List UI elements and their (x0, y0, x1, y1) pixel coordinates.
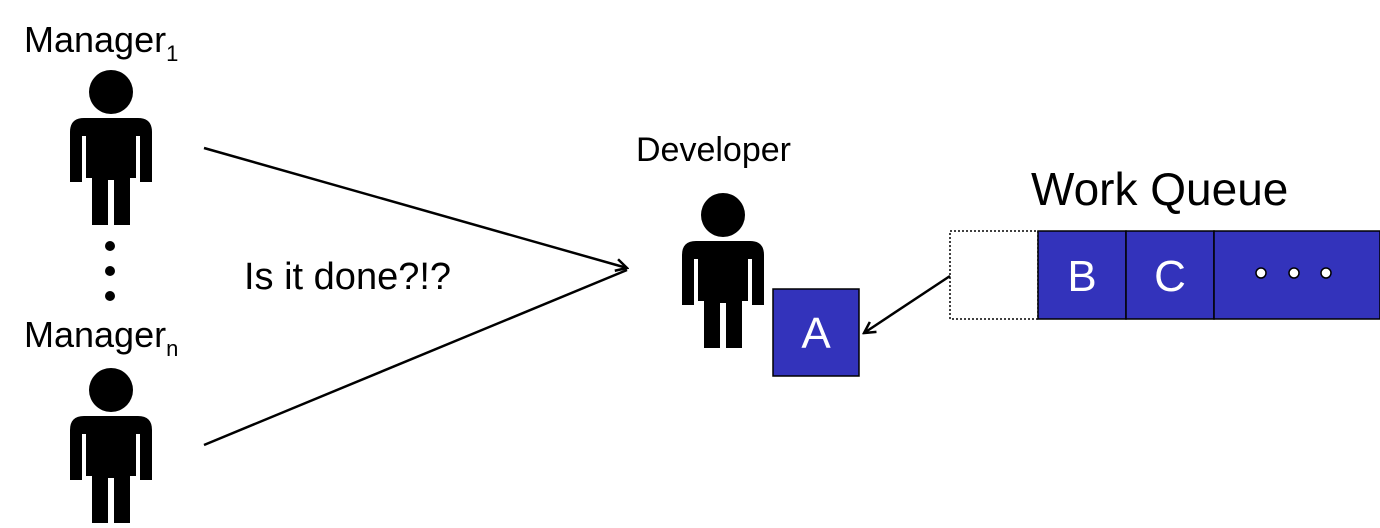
queue-empty-slot (949, 230, 1039, 320)
queue-item-box-b (1037, 230, 1127, 320)
question-text: Is it done?!? (244, 256, 452, 298)
manager-1-name: Manager (24, 19, 167, 60)
vertical-ellipsis-icon (105, 241, 115, 301)
manager-1-subscript: 1 (166, 41, 179, 66)
manager-1-figure (70, 70, 152, 225)
arrow-icon (864, 274, 951, 333)
person-icon (70, 368, 152, 523)
developer-label: Developer (636, 131, 791, 169)
person-icon (682, 193, 764, 348)
developer-figure (682, 193, 764, 348)
arrow-icon (203, 146, 627, 268)
person-icon (70, 70, 152, 225)
manager-1-label: Manager1 (24, 19, 178, 65)
queue-item-box-c (1125, 230, 1215, 320)
work-queue-title: Work Queue (1031, 163, 1289, 215)
queue-item-b-label: B (1067, 252, 1097, 301)
arrow-icon (203, 268, 628, 447)
manager-n-subscript: n (166, 336, 179, 361)
current-task-box (772, 288, 860, 377)
manager-n-label: Managern (24, 314, 178, 360)
current-task-label: A (801, 309, 831, 358)
manager-n-figure (70, 368, 152, 523)
ellipsis-icon (1255, 267, 1332, 279)
queue-item-c-label: C (1154, 252, 1186, 301)
manager-n-name: Manager (24, 314, 167, 355)
